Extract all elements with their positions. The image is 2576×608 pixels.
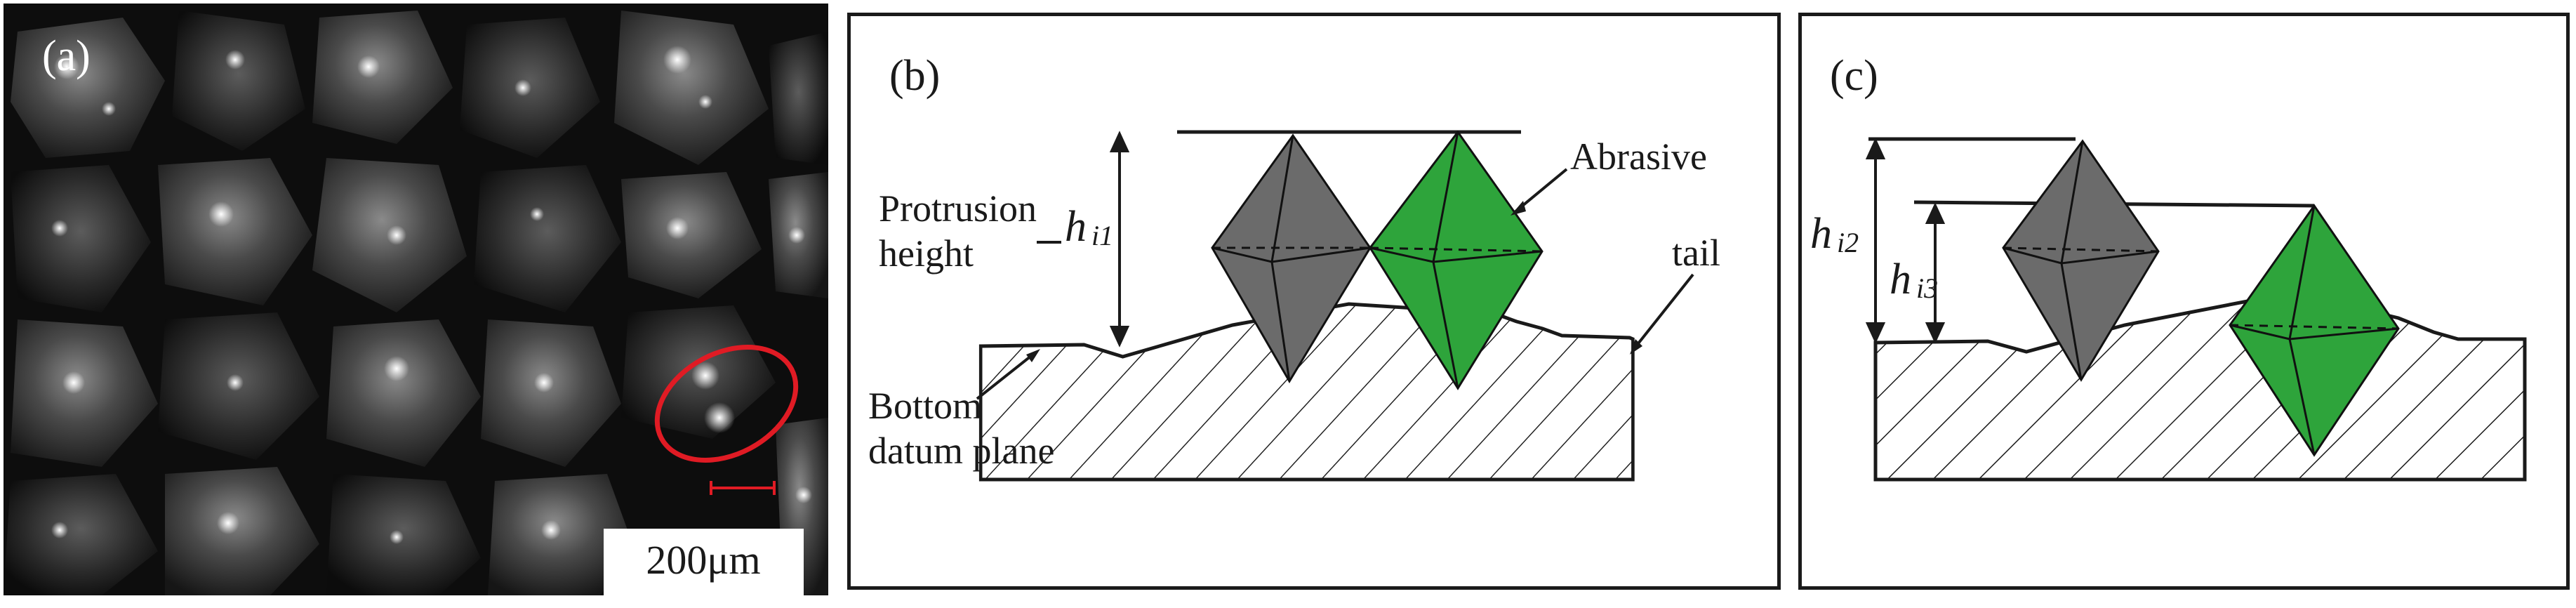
scale-marker (710, 481, 776, 495)
diagram-b-canvas: (b) Protrusion height h i1 Abrasive tail… (868, 52, 1720, 482)
height-subscript-i2: i2 (1837, 227, 1859, 258)
height-symbol-hi1: h (1065, 203, 1087, 251)
height-symbol-hi2: h (1810, 210, 1832, 258)
micrograph-panel: 200μm (a) (4, 4, 828, 595)
bottom-label-line1: Bottom (868, 385, 982, 427)
bottom-label-line2: datum plane (868, 430, 1054, 472)
scale-bar-box (604, 529, 804, 595)
protrusion-label-line2: height (879, 232, 974, 275)
diagram-panel-c: (c) h i2 h i3 (1798, 13, 2570, 590)
diagram-c-canvas: (c) h i2 h i3 (1810, 52, 2527, 482)
height-symbol-hi3: h (1890, 256, 1911, 303)
height-subscript-i1: i1 (1091, 220, 1113, 251)
protrusion-label-line1: Protrusion (879, 187, 1037, 230)
abrasive-green (2229, 204, 2400, 457)
scale-bar-label: 200μm (646, 537, 760, 583)
diagram-panel-b: (b) Protrusion height h i1 Abrasive tail… (847, 13, 1781, 590)
highlight-ellipse (654, 345, 799, 463)
panel-a-label: (a) (42, 32, 91, 80)
height-subscript-i3: i3 (1916, 272, 1938, 304)
substrate-body (1873, 298, 2527, 482)
height-arrow-hi1 (1109, 131, 1130, 348)
abrasive-grains (4, 11, 828, 595)
panel-b-label: (b) (889, 52, 940, 100)
tail-leader-arrow (1630, 339, 1642, 355)
abrasive-leader-arrow (1511, 201, 1526, 216)
tail-leader (1632, 273, 1694, 351)
panel-c-label: (c) (1830, 52, 1878, 100)
abrasive-label: Abrasive (1570, 136, 1707, 178)
tail-label: tail (1672, 232, 1720, 274)
height-arrow-hi2 (1865, 138, 1886, 344)
height-arrow-hi3 (1925, 202, 1946, 344)
specular-highlights (51, 46, 812, 544)
abrasive-gray (2002, 139, 2160, 382)
bottom-leader-arrow (1026, 349, 1040, 362)
bottom-leader (976, 352, 1036, 400)
micrograph-image: 200μm (a) (4, 4, 828, 595)
abrasive-gray (1211, 133, 1372, 383)
